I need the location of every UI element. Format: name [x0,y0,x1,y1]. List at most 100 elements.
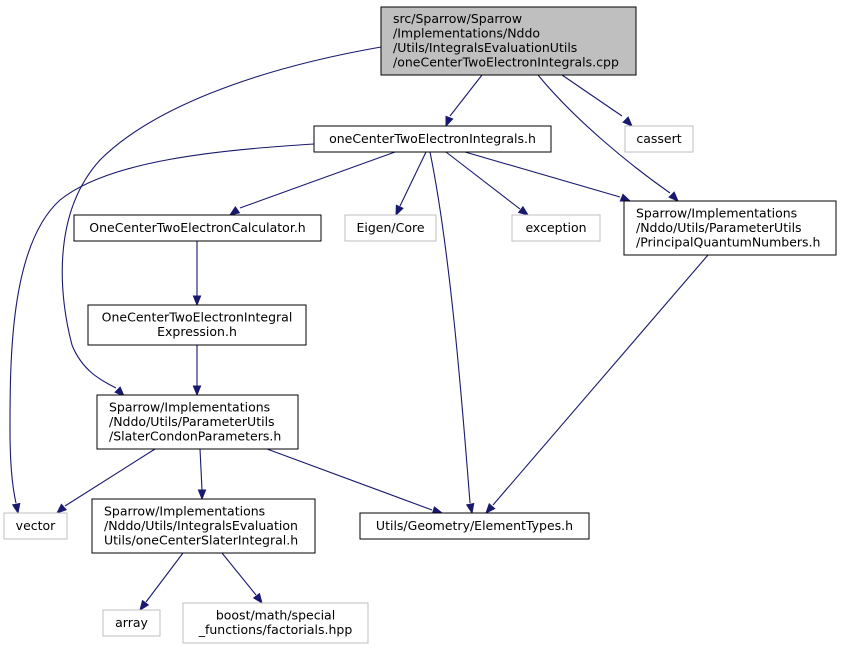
node-label-line: /oneCenterTwoElectronIntegrals.cpp [393,55,619,70]
edge-line [561,74,623,117]
node-root[interactable]: src/Sparrow/Sparrow/Implementations/Nddo… [380,6,637,76]
node-label-line: /Nddo/Utils/ParameterUtils [636,220,802,235]
node-box[interactable] [359,512,590,540]
node-box[interactable] [73,214,322,242]
edge-line [399,151,427,207]
edge-line [492,254,709,506]
node-label-line: Utils/oneCenterSlaterIntegral.h [104,532,298,547]
edge-octei_h-to-elem_h [429,151,475,515]
arrowhead-icon [619,193,632,202]
node-label-line: OneCenterTwoElectronCalculator.h [89,220,305,235]
arrowhead-icon [465,502,475,515]
edge-octei_h-to-exception [445,151,530,216]
edge-expr_h-to-scp_h [192,345,202,397]
node-scp_h[interactable]: Sparrow/Implementations/Nddo/Utils/Param… [96,394,299,450]
edge-line [64,448,156,507]
node-label-line: /PrincipalQuantumNumbers.h [636,234,820,249]
node-eigen[interactable]: Eigen/Core [344,214,437,242]
node-label-line: vector [16,518,57,533]
edge-line [464,151,621,198]
node-label-line: cassert [636,131,681,146]
arrowhead-icon [197,489,207,501]
edge-scp_h-to-vector [55,448,156,514]
edge-line [445,151,521,210]
edge-octei_h-to-eigen [395,151,427,217]
edge-root-to-octei_h [445,74,483,128]
node-ocsi_h[interactable]: Sparrow/Implementations/Nddo/Utils/Integ… [91,498,316,554]
edges-layer [9,46,709,612]
arrowhead-icon [139,599,150,612]
arrowhead-icon [622,116,633,127]
node-label-line: OneCenterTwoElectronIntegral [102,310,293,325]
edge-line [429,151,471,504]
node-label-line: Sparrow/Implementations [636,205,797,220]
node-octec_h[interactable]: OneCenterTwoElectronCalculator.h [73,214,322,242]
node-boost[interactable]: boost/math/special_functions/factorials.… [182,602,369,644]
node-box[interactable] [380,6,637,76]
edge-line [266,448,433,511]
node-box[interactable] [102,609,161,637]
arrowhead-icon [517,205,530,216]
node-box[interactable] [87,304,307,346]
node-box[interactable] [624,125,694,153]
node-label-line: /Nddo/Utils/ParameterUtils [109,414,275,429]
edge-scp_h-to-ocsi_h [197,448,207,501]
node-label-line: Sparrow/Implementations [109,399,270,414]
node-vector[interactable]: vector [3,512,68,540]
node-label-line: Eigen/Core [356,220,424,235]
node-octei_h[interactable]: oneCenterTwoElectronIntegrals.h [313,125,552,153]
node-box[interactable] [511,214,601,242]
node-box[interactable] [96,394,299,450]
node-array[interactable]: array [102,609,161,637]
node-label-line: Sparrow/Implementations [104,503,265,518]
node-exception[interactable]: exception [511,214,601,242]
nodes-layer: src/Sparrow/Sparrow/Implementations/Nddo… [3,6,837,644]
arrowhead-icon [11,502,21,515]
arrowhead-icon [55,503,68,514]
node-elem_h[interactable]: Utils/Geometry/ElementTypes.h [359,512,590,540]
node-label-line: Expression.h [157,324,237,339]
node-box[interactable] [182,602,369,644]
arrowhead-icon [668,191,679,202]
arrowhead-icon [192,385,202,397]
node-label-line: src/Sparrow/Sparrow [393,11,522,26]
edge-line [221,552,257,596]
edge-line [61,46,382,389]
node-label-line: /Nddo/Utils/IntegralsEvaluation [104,518,298,533]
edge-root-to-pqn_h [537,74,679,202]
edge-pqn_h-to-elem_h [485,254,709,515]
node-label-line: exception [525,220,586,235]
node-cassert[interactable]: cassert [624,125,694,153]
edge-line [199,448,203,491]
edge-octei_h-to-pqn_h [464,151,632,202]
node-label-line: /SlaterCondonParameters.h [109,428,281,443]
node-label-line: oneCenterTwoElectronIntegrals.h [329,131,536,146]
arrowhead-icon [445,115,454,128]
node-box[interactable] [344,214,437,242]
edge-ocsi_h-to-boost [221,552,263,605]
node-label-line: boost/math/special [216,608,335,623]
edge-line [239,151,396,209]
edge-octei_h-to-octec_h [228,151,396,216]
edge-line [537,74,671,194]
arrowhead-icon [395,204,404,217]
node-box[interactable] [3,512,68,540]
edge-ocsi_h-to-array [139,552,184,612]
node-box[interactable] [313,125,552,153]
node-label-line: array [115,615,148,630]
edge-root-to-scp_h [61,46,382,397]
edge-line [9,143,315,504]
edge-octei_h-to-vector [9,143,315,515]
node-pqn_h[interactable]: Sparrow/Implementations/Nddo/Utils/Param… [623,200,837,256]
node-label-line: /Implementations/Nddo [393,26,540,41]
node-label-line: /Utils/IntegralsEvaluationUtils [393,40,577,55]
arrowhead-icon [228,205,241,216]
node-box[interactable] [91,498,316,554]
node-box[interactable] [623,200,837,256]
arrowhead-icon [252,592,263,605]
arrowhead-icon [192,295,202,307]
arrowhead-icon [114,386,125,397]
edge-line [145,552,184,603]
